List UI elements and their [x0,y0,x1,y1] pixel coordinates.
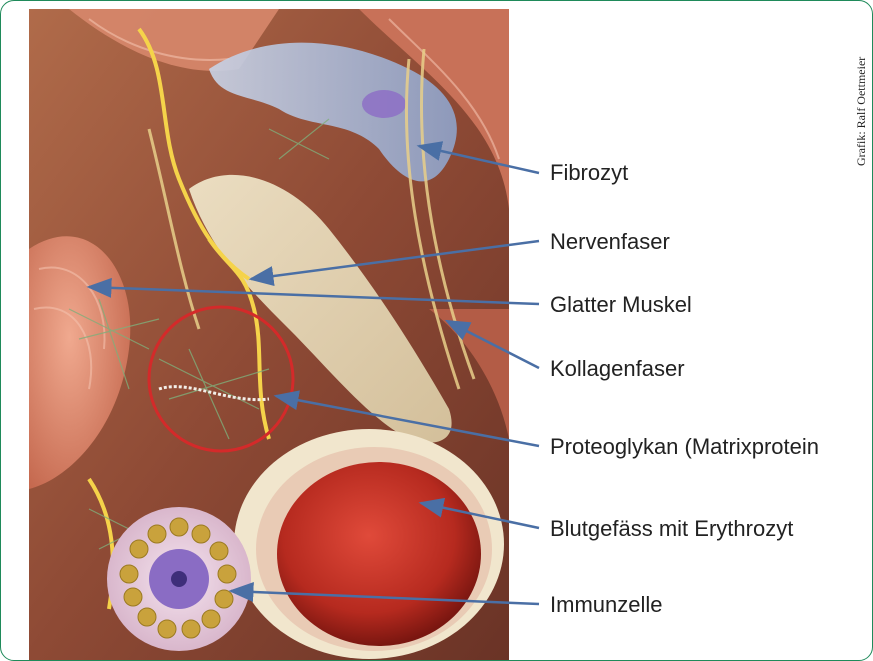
tissue-illustration [29,9,509,661]
label-immunzelle: Immunzelle [550,592,662,618]
erythrocyte [277,462,481,646]
graphic-credit: Grafik: Ralf Oettmeier [854,57,869,166]
label-blutgefaess: Blutgefäss mit Erythrozyt [550,516,793,542]
label-kollagenfaser: Kollagenfaser [550,356,685,382]
immune-cell-nucleolus [171,571,187,587]
label-fibrozyt: Fibrozyt [550,160,628,186]
label-nervenfaser: Nervenfaser [550,229,670,255]
label-proteoglykan: Proteoglykan (Matrixprotein [550,434,819,460]
fibroblast-nucleus [362,90,406,118]
label-glatter-muskel: Glatter Muskel [550,292,692,318]
